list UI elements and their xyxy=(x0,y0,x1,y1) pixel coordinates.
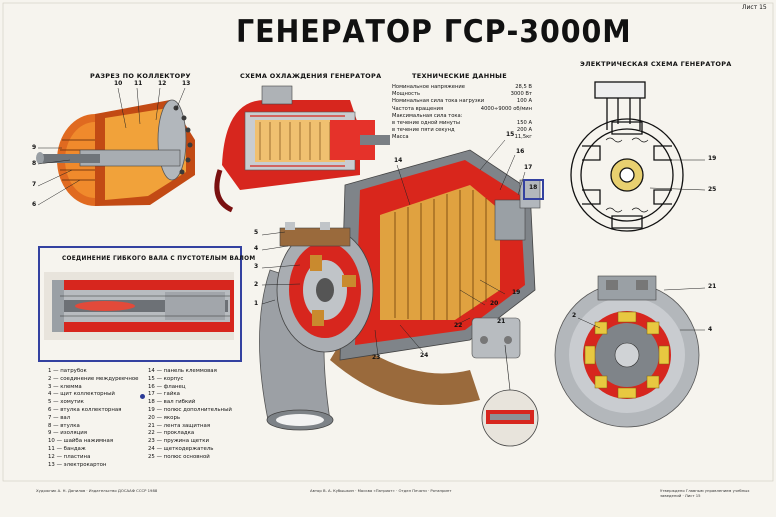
legend-item: 1 — патрубок xyxy=(48,368,87,374)
callout-number: 20 xyxy=(490,300,499,307)
sheet-number: Лист 15 xyxy=(742,4,767,11)
callout-number: 1 xyxy=(254,300,259,307)
callout-number: 12 xyxy=(158,80,167,87)
callout-number: 10 xyxy=(114,80,123,87)
callout-number: 24 xyxy=(420,352,429,359)
callout-number: 23 xyxy=(372,354,381,361)
flexible-shaft-callout-box xyxy=(523,179,544,200)
commutator-cut-drawing xyxy=(36,87,195,206)
tech-data-row: Максимальная сила тока: xyxy=(392,112,463,119)
legend-left: 1 — патрубок 2 — соединение междуреечное… xyxy=(48,368,139,469)
callout-number: 21 xyxy=(708,283,717,290)
legend-item: 4 — щит коллекторный xyxy=(48,391,115,398)
commutator-cut-caption: РАЗРЕЗ ПО КОЛЛЕКТОРУ xyxy=(90,72,191,80)
poster-title: ГЕНЕРАТОР ГСР-3000М xyxy=(236,14,632,50)
callout-number: 7 xyxy=(32,181,37,188)
callout-number: 15 xyxy=(506,131,515,138)
electric-scheme-caption: ЭЛЕКТРИЧЕСКАЯ СХЕМА ГЕНЕРАТОРА xyxy=(580,60,732,68)
callout-number: 17 xyxy=(524,164,533,171)
callout-number: 19 xyxy=(708,155,717,162)
cooling-scheme-drawing xyxy=(214,85,390,213)
legend-item: 22 — прокладка xyxy=(148,430,195,437)
callout-number: 8 xyxy=(32,160,37,167)
legend-item: 21 — лента защитная xyxy=(148,422,211,429)
footer-right: Утверждено Главным управлением учебных з… xyxy=(660,488,750,498)
callout-number: 5 xyxy=(254,229,259,236)
legend-right: 14 — панель клеммовая 15 — корпус 16 — ф… xyxy=(148,368,232,462)
flex-shaft-drawing xyxy=(44,272,234,340)
footer-left: Художник А. Н. Данилов · Издательство ДО… xyxy=(36,488,158,493)
end-view-drawing xyxy=(554,275,706,428)
main-cutaway-drawing xyxy=(259,149,541,447)
legend-item: 15 — корпус xyxy=(148,375,184,382)
legend-item: 11 — бандаж xyxy=(48,445,86,452)
highlight-marker-icon xyxy=(140,394,145,399)
callout-number: 2 xyxy=(572,312,577,319)
legend-item: 2 — соединение междуреечное xyxy=(48,375,139,382)
legend-item: 16 — фланец xyxy=(148,383,186,390)
callout-number: 6 xyxy=(32,201,37,208)
cooling-scheme-caption: СХЕМА ОХЛАЖДЕНИЯ ГЕНЕРАТОРА xyxy=(240,72,382,80)
legend-item: 7 — вал xyxy=(48,414,71,421)
legend-item: 14 — панель клеммовая xyxy=(148,368,217,374)
footer-center: Автор В. А. Кубышкин · Москва «Патриот» … xyxy=(310,488,452,493)
legend-item: 24 — щеткодержатель xyxy=(148,445,214,452)
callout-number: 2 xyxy=(254,281,259,288)
flex-shaft-highlight-box xyxy=(38,246,242,362)
legend-item: 10 — шайба нажимная xyxy=(48,438,114,445)
legend-item: 5 — хомутик xyxy=(48,399,84,406)
legend-item: 17 — гайка xyxy=(148,391,180,398)
legend-item: 13 — электрокартон xyxy=(48,461,107,468)
legend-item: 9 — изоляция xyxy=(48,430,88,437)
callout-number: 9 xyxy=(32,144,37,151)
callout-number: 16 xyxy=(516,148,525,155)
callout-number: 19 xyxy=(512,289,521,296)
callout-number: 11 xyxy=(134,80,143,87)
legend-item: 8 — втулка xyxy=(48,422,80,429)
legend-item: 12 — пластина xyxy=(48,453,91,460)
legend-item: 3 — клемма xyxy=(48,383,82,390)
flex-shaft-caption: СОЕДИНЕНИЕ ГИБКОГО ВАЛА С ПУСТОТЕЛЫМ ВАЛ… xyxy=(62,256,256,262)
legend-item: 25 — полюс основной xyxy=(148,453,210,460)
callout-number: 21 xyxy=(497,318,506,325)
legend-item: 6 — втулка коллекторная xyxy=(48,406,122,413)
tech-data-caption: ТЕХНИЧЕСКИЕ ДАННЫЕ xyxy=(412,72,507,80)
callout-number: 18 xyxy=(529,184,538,191)
electric-scheme-drawing xyxy=(570,81,706,232)
callout-number: 4 xyxy=(708,326,713,333)
callout-number: 4 xyxy=(254,245,259,252)
callout-number: 14 xyxy=(394,157,403,164)
callout-number: 25 xyxy=(708,186,717,193)
legend-item: 19 — полюс дополнительный xyxy=(148,406,232,413)
callout-number: 13 xyxy=(182,80,191,87)
legend-item: 20 — якорь xyxy=(148,414,181,421)
callout-number: 3 xyxy=(254,263,259,270)
legend-item: 23 — пружина щетки xyxy=(148,438,210,445)
legend-item: 18 — вал гибкий xyxy=(148,399,196,406)
callout-number: 22 xyxy=(454,322,463,329)
